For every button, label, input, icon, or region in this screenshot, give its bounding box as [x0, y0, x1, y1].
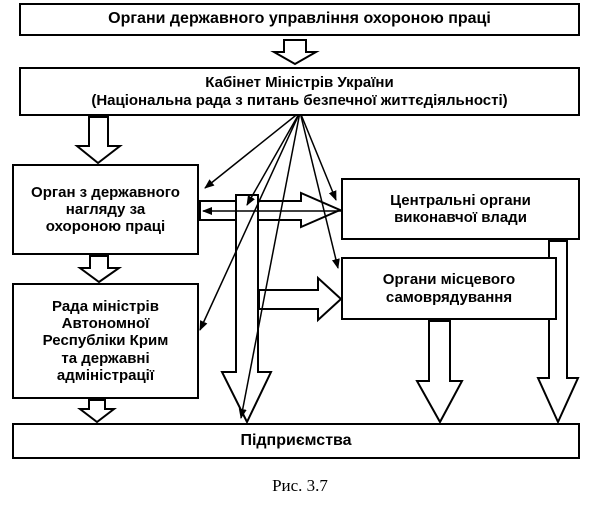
block-arrow-rada-to-enterprises: [77, 399, 117, 424]
box-central-executive-bodies: Центральні органи виконавчої влади: [341, 178, 580, 240]
block-arrow-central-to-enterprises: [536, 240, 580, 425]
box-cabinet-of-ministers-label: Кабінет Міністрів України (Національна р…: [91, 74, 508, 109]
box-enterprises: Підприємства: [12, 423, 580, 459]
box-local-self-government-label: Органи місцевого самоврядування: [382, 271, 516, 306]
thin-arrow-cabinet-to-local: [299, 111, 340, 269]
box-local-self-government: Органи місцевого самоврядування: [341, 257, 557, 320]
box-central-executive-bodies-label: Центральні органи виконавчої влади: [390, 191, 531, 226]
box-state-authorities-label: Органи державного управління охороною пр…: [108, 10, 491, 28]
thin-arrow-cabinet-to-central: [299, 111, 337, 201]
box-crimea-council-label: Рада міністрів Автономної Республіки Кри…: [42, 297, 169, 384]
thin-arrow-cabinet-to-rada: [199, 111, 301, 331]
figure-caption: Рис. 3.7: [272, 476, 328, 495]
box-crimea-council-and-administrations: Рада міністрів Автономної Республіки Кри…: [12, 283, 199, 399]
block-arrow-nadzor-to-central: [199, 191, 343, 229]
box-enterprises-label: Підприємства: [240, 431, 352, 449]
block-arrow-nadzor-to-rada: [76, 255, 123, 284]
thin-arrow-cabinet-to-nadzor: [204, 111, 301, 189]
block-arrow-local-to-enterprises: [415, 320, 464, 425]
box-cabinet-of-ministers: Кабінет Міністрів України (Національна р…: [19, 67, 580, 116]
thin-arrow-cabinet-to-enterprises: [238, 111, 301, 419]
block-arrow-top-to-cabinet: [270, 39, 320, 66]
block-arrow-cabinet-to-nadzor: [74, 116, 123, 165]
box-supervision-authority: Орган з державного нагляду за охороною п…: [12, 164, 199, 255]
box-supervision-authority-label: Орган з державного нагляду за охороною п…: [31, 183, 180, 236]
thin-arrow-cabinet-to-vertical: [246, 111, 301, 206]
block-arrow-vertical-to-enterprises: [220, 194, 273, 425]
block-arrow-to-local: [258, 275, 343, 323]
box-state-authorities: Органи державного управління охороною пр…: [19, 3, 580, 36]
